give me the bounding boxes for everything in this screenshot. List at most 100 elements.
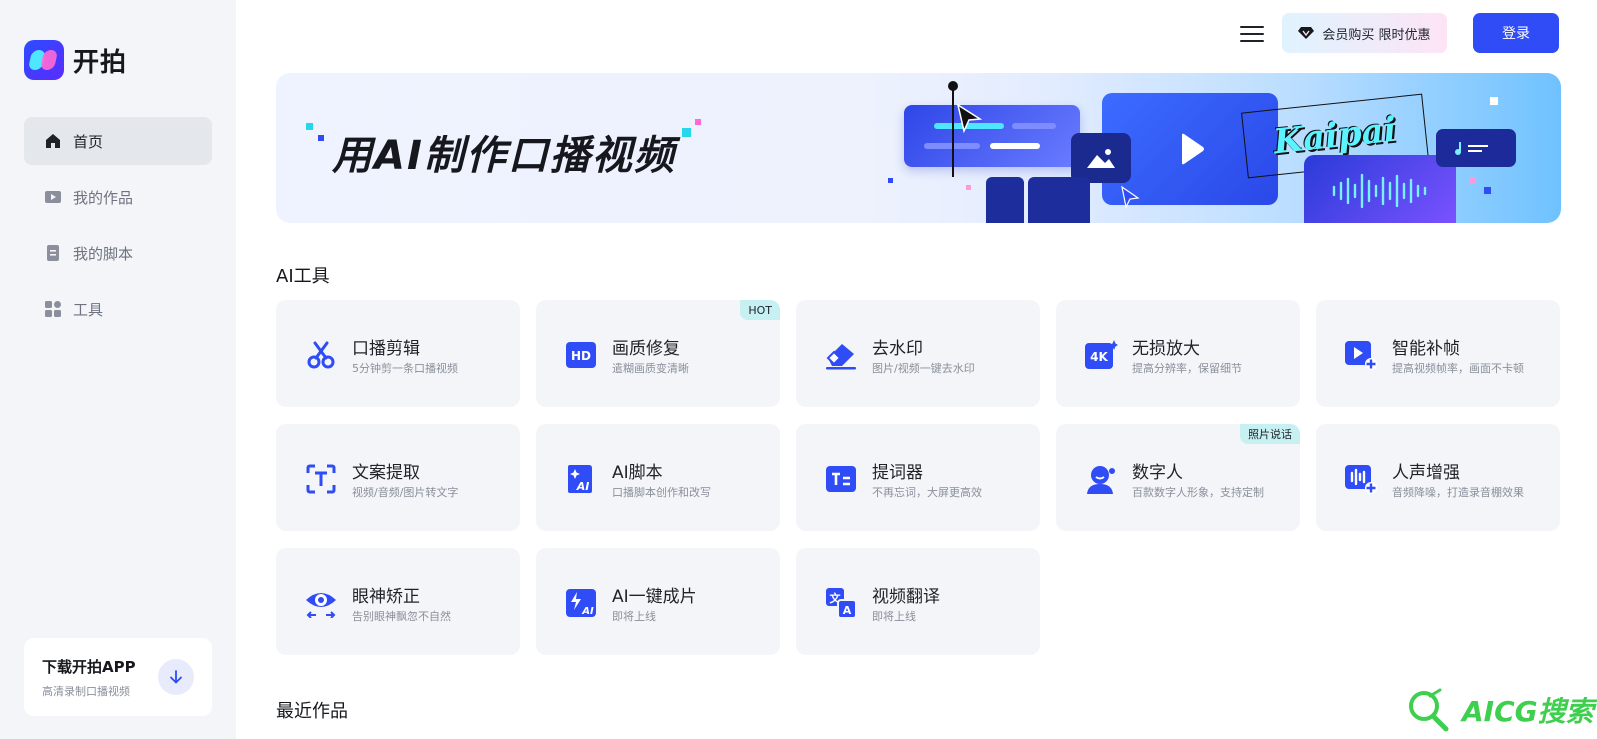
tool-name: 眼神矫正 <box>352 587 420 607</box>
image-icon <box>1087 149 1115 168</box>
tool-name: AI脚本 <box>612 463 663 483</box>
home-icon <box>44 132 62 150</box>
avatar-icon <box>1084 462 1118 496</box>
sidebar-item-my-scripts[interactable]: 我的脚本 <box>24 229 212 277</box>
tool-desc: 5分钟剪一条口播视频 <box>352 362 458 375</box>
tool-name: 提词器 <box>872 463 923 483</box>
tool-desc: 遣糊画质变清晰 <box>612 362 689 375</box>
menu-button[interactable] <box>1240 22 1264 46</box>
sidebar-item-label: 我的作品 <box>73 188 134 207</box>
photo-talk-badge: 照片说话 <box>1240 424 1300 444</box>
text-tag-card <box>1028 177 1090 223</box>
cursor-icon <box>956 103 982 133</box>
decor-square <box>695 119 701 125</box>
video-add-icon <box>1344 338 1378 372</box>
tool-desc: 提高分辨率，保留细节 <box>1132 362 1242 375</box>
promo-banner[interactable]: 用AI制作口播视频 Kaipai <box>276 73 1561 223</box>
app-name: 开拍 <box>73 47 128 78</box>
waveform-icon <box>1332 173 1427 209</box>
hamburger-icon <box>1240 26 1264 28</box>
tool-name: 口播剪辑 <box>352 339 420 359</box>
tool-card-gaze-correction[interactable]: 眼神矫正 告别眼神飘忽不自然 <box>276 548 520 655</box>
tool-desc: 百款数字人形象，支持定制 <box>1132 486 1264 499</box>
image-card <box>1071 133 1131 183</box>
diamond-icon <box>1298 27 1315 39</box>
timeline-card <box>904 105 1080 167</box>
tool-desc: 告别眼神飘忽不自然 <box>352 610 451 623</box>
decor-square <box>306 123 313 130</box>
download-subtitle: 高清录制口播视频 <box>42 685 130 698</box>
ai-flash-icon: AI <box>564 586 598 620</box>
sidebar-item-my-works[interactable]: 我的作品 <box>24 173 212 221</box>
vip-purchase-button[interactable]: 会员购买 限时优惠 <box>1282 13 1447 53</box>
tool-card-text-extract[interactable]: 文案提取 视频/音频/图片转文字 <box>276 424 520 531</box>
tool-name: 画质修复 <box>612 339 680 359</box>
watermark-text: AICG搜索 <box>1462 695 1594 728</box>
hamburger-icon-line <box>1240 33 1264 35</box>
tool-card-remove-watermark[interactable]: 去水印 图片/视频一键去水印 <box>796 300 1040 407</box>
cursor-icon <box>1121 185 1140 209</box>
tool-card-quality-repair[interactable]: HOT HD 画质修复 遣糊画质变清晰 <box>536 300 780 407</box>
waveform-card <box>1304 155 1456 223</box>
tool-name: 人声增强 <box>1392 463 1460 483</box>
download-app-card[interactable]: 下载开拍APP 高清录制口播视频 <box>24 638 212 716</box>
login-button[interactable]: 登录 <box>1473 13 1559 53</box>
tool-card-lossless-upscale[interactable]: 4K 无损放大 提高分辨率，保留细节 <box>1056 300 1300 407</box>
grid-icon <box>44 300 62 318</box>
music-note-icon <box>1455 142 1488 155</box>
tools-section-title: AI工具 <box>276 266 330 287</box>
app-logo[interactable]: 开拍 <box>24 40 127 80</box>
4k-icon: 4K <box>1084 338 1118 372</box>
banner-title: 用AI制作口播视频 <box>332 133 676 179</box>
decor-square <box>682 128 691 137</box>
sidebar-item-label: 我的脚本 <box>73 244 134 263</box>
tool-name: 文案提取 <box>352 463 420 483</box>
eraser-icon <box>824 338 858 372</box>
vip-purchase-label: 会员购买 限时优惠 <box>1322 27 1431 43</box>
tool-card-voice-edit[interactable]: 口播剪辑 5分钟剪一条口播视频 <box>276 300 520 407</box>
document-icon <box>44 244 62 262</box>
decor-square <box>1469 177 1476 184</box>
tool-desc: 口播脚本创作和改写 <box>612 486 711 499</box>
tool-card-voice-enhance[interactable]: 人声增强 音频降噪，打造录音棚效果 <box>1316 424 1560 531</box>
tool-desc: 不再忘词，大屏更高效 <box>872 486 982 499</box>
teleprompter-icon <box>824 462 858 496</box>
play-square-icon <box>44 188 62 206</box>
tool-card-teleprompter[interactable]: 提词器 不再忘词，大屏更高效 <box>796 424 1040 531</box>
logo-icon <box>24 40 64 80</box>
decor-square <box>966 185 971 190</box>
ai-script-icon: AI <box>564 462 598 496</box>
hamburger-icon-line <box>1240 40 1264 42</box>
video-player-card <box>1102 93 1278 205</box>
download-button[interactable] <box>158 659 194 695</box>
playhead-icon <box>948 81 958 177</box>
tool-name: 智能补帧 <box>1392 339 1460 359</box>
decor-square <box>1484 187 1491 194</box>
sidebar: 开拍 首页 我的作品 我的脚本 工具 下载开拍APP <box>0 0 236 739</box>
magnifier-icon <box>1409 688 1449 732</box>
svg-text:AI: AI <box>576 480 590 493</box>
sidebar-item-tools[interactable]: 工具 <box>24 285 212 333</box>
tool-card-ai-script[interactable]: AI AI脚本 口播脚本创作和改写 <box>536 424 780 531</box>
decor-square <box>888 178 893 183</box>
text-scan-icon <box>304 462 338 496</box>
tool-name: 无损放大 <box>1132 339 1200 359</box>
watermark: AICG搜索 <box>1406 688 1594 732</box>
tool-card-frame-interpolation[interactable]: 智能补帧 提高视频帧率，画面不卡顿 <box>1316 300 1560 407</box>
tool-card-digital-human[interactable]: 照片说话 数字人 百款数字人形象，支持定制 <box>1056 424 1300 531</box>
audio-enhance-icon <box>1344 462 1378 496</box>
tool-desc: 视频/音频/图片转文字 <box>352 486 459 499</box>
svg-text:AI: AI <box>581 606 594 617</box>
recent-section-title: 最近作品 <box>276 701 348 722</box>
tool-card-ai-one-click[interactable]: AI AI一键成片 即将上线 <box>536 548 780 655</box>
music-card <box>1436 129 1516 167</box>
tool-desc: 提高视频帧率，画面不卡顿 <box>1392 362 1524 375</box>
svg-text:HD: HD <box>571 349 591 363</box>
tool-desc: 即将上线 <box>872 610 916 623</box>
sidebar-item-home[interactable]: 首页 <box>24 117 212 165</box>
eye-icon <box>304 586 338 620</box>
tool-name: 去水印 <box>872 339 923 359</box>
svg-text:4K: 4K <box>1090 350 1108 364</box>
